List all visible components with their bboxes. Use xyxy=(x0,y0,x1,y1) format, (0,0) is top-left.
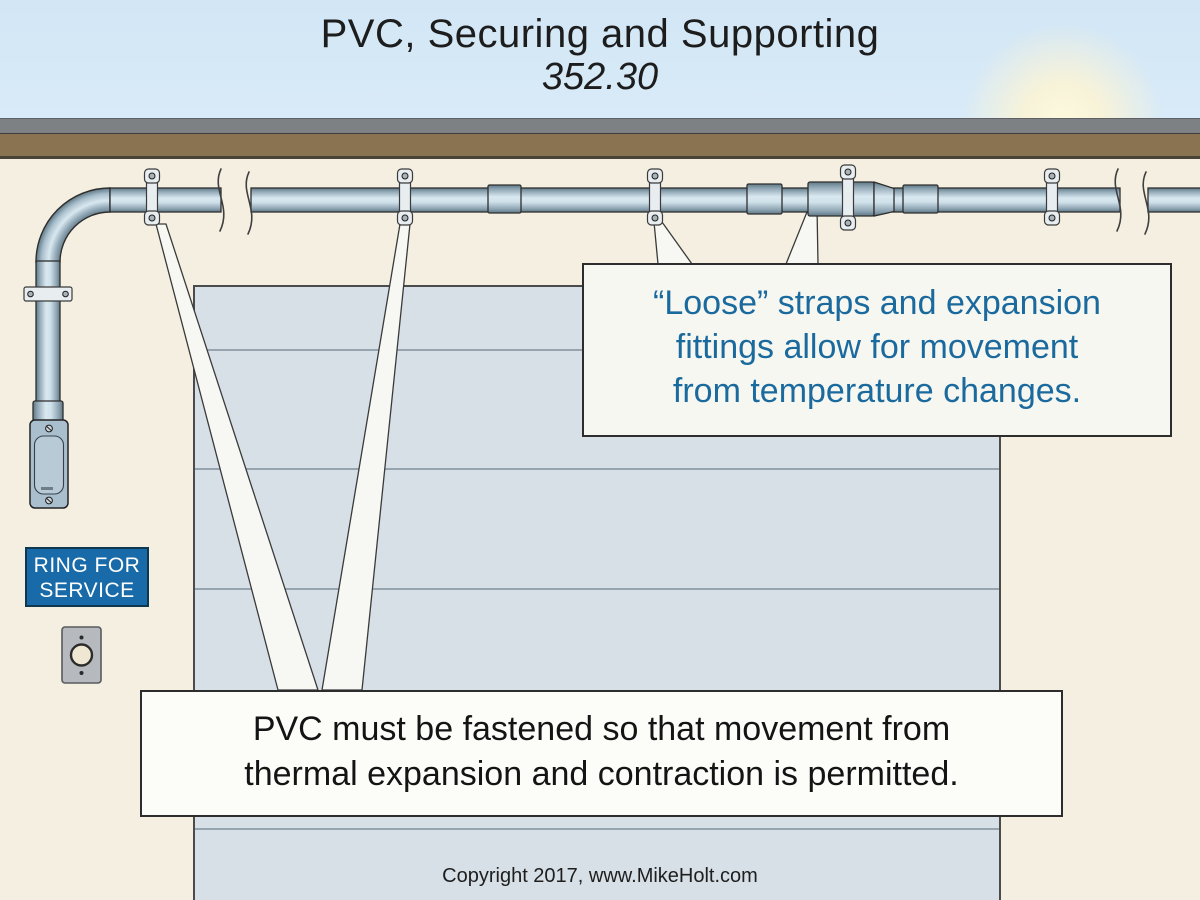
callout-loose-line3: from temperature changes. xyxy=(672,372,1082,410)
pvc-conduit-vertical xyxy=(35,260,61,404)
door-panel-line xyxy=(195,588,999,590)
conduit-strap-icons xyxy=(143,164,1061,231)
callout-loose-line1: “Loose” straps and expansion xyxy=(653,284,1101,322)
sign-line1: RING FOR xyxy=(33,554,141,577)
callout-loose-line2: fittings allow for movement xyxy=(675,328,1079,366)
roof-fascia-gray xyxy=(0,119,1200,134)
callout-pvc-line1: PVC must be fastened so that movement fr… xyxy=(252,710,951,748)
callout-pvc-line2: thermal expansion and contraction is per… xyxy=(244,755,959,793)
sign-line2: SERVICE xyxy=(39,579,135,602)
callout-loose-straps: “Loose” straps and expansion fittings al… xyxy=(582,263,1172,437)
conduit-strap-icon xyxy=(396,168,414,226)
expansion-fitting-icon xyxy=(807,181,895,217)
page-title: PVC, Securing and Supporting xyxy=(320,12,880,56)
conduit-body-box-icon xyxy=(29,400,69,509)
conduit-elbow-icon xyxy=(35,187,111,263)
roof-fascia-brown xyxy=(0,134,1200,159)
conduit-coupling-icon xyxy=(487,183,939,215)
conduit-strap-icon xyxy=(1043,168,1061,226)
copyright-text: Copyright 2017, www.MikeHolt.com xyxy=(442,865,758,887)
callout-pvc-fastened: PVC must be fastened so that movement fr… xyxy=(140,690,1063,817)
page-subtitle-code: 352.30 xyxy=(541,56,659,98)
wall-strap-icon xyxy=(23,286,73,302)
conduit-strap-icon xyxy=(839,164,857,231)
sky-background xyxy=(0,0,1200,119)
break-symbol-icon xyxy=(217,168,1150,235)
door-panel-line xyxy=(195,468,999,470)
ring-for-service-sign: RING FOR SERVICE xyxy=(25,547,149,607)
conduit-strap-icon xyxy=(143,168,161,226)
conduit-strap-icon xyxy=(646,168,664,226)
doorbell-button-icon xyxy=(61,626,102,684)
door-panel-line xyxy=(195,828,999,830)
